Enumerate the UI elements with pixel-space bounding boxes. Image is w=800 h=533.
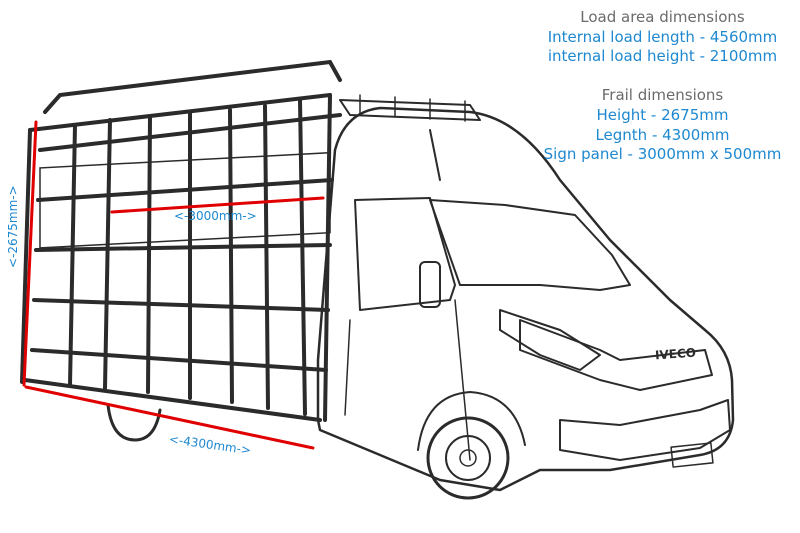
rear-wheel [106, 403, 162, 442]
length-dimension-line [24, 385, 315, 450]
brand-badge: IVECO [655, 346, 697, 363]
sign-panel-size: Sign panel - 3000mm x 500mm [543, 145, 782, 164]
front-grille [519, 319, 713, 391]
height-dimension-line [22, 120, 38, 387]
frail-heading: Frail dimensions [601, 86, 724, 105]
cab-door-line [454, 299, 471, 461]
front-wheel-hub [445, 435, 491, 481]
front-bumper [559, 399, 731, 461]
van-body-outline [316, 106, 735, 492]
front-wheel-arch [417, 391, 526, 451]
frail-height: Height - 2675mm [596, 105, 729, 124]
headlight [499, 309, 601, 371]
windshield [429, 199, 631, 291]
width-dimension-line [110, 196, 325, 214]
front-wheel [426, 416, 510, 500]
number-plate [670, 442, 714, 468]
sign-panel [39, 151, 331, 249]
width-dimension-label: <-3000mm-> [174, 209, 257, 223]
internal-load-height: internal load height - 2100mm [547, 47, 778, 66]
door-line [344, 319, 351, 416]
side-window [354, 197, 456, 311]
frail-length: Legnth - 4300mm [595, 125, 730, 144]
dimension-lines [22, 120, 325, 450]
load-area-heading: Load area dimensions [580, 8, 745, 26]
aerial [429, 129, 441, 181]
roof-rack [339, 99, 481, 121]
height-dimension-label: <-2675mm-> [6, 185, 20, 268]
spacer [520, 67, 800, 87]
internal-load-length: Internal load length - 4560mm [547, 27, 778, 46]
side-mirror [419, 261, 441, 308]
dimensions-panel: Load area dimensions Internal load lengt… [520, 8, 800, 165]
